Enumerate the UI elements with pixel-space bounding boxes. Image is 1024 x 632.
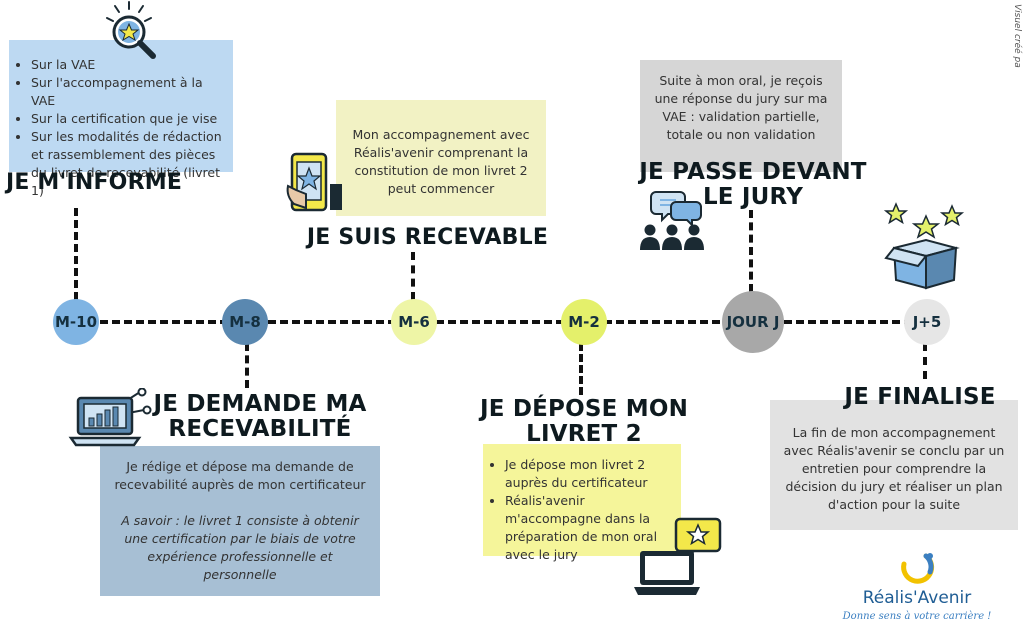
list-item: Réalis'avenir m'accompagne dans la prépa… — [505, 492, 675, 564]
box-stars-icon — [884, 202, 965, 290]
list-item: Je dépose mon livret 2 auprès du certifi… — [505, 456, 675, 492]
step-title-jourj-line2: LE JURY — [702, 184, 804, 210]
info-box-m2: Je dépose mon livret 2 auprès du certifi… — [483, 444, 681, 562]
connector-m6 — [411, 252, 415, 300]
info-box-m10: Sur la VAE Sur l'accompagnement à la VAE… — [9, 40, 233, 198]
node-m8: M-8 — [222, 299, 268, 345]
logo-mark-icon — [901, 553, 935, 584]
connector-jourj — [749, 210, 753, 292]
step-title-m8-line1: JE DEMANDE MA — [153, 391, 367, 417]
step-text-jourj: Suite à mon oral, je reçois une réponse … — [654, 73, 828, 142]
magnifier-star-icon — [106, 1, 156, 59]
step-title-m2-line1: JE DÉPOSE MON — [479, 396, 689, 422]
step-title-j5: JE FINALISE — [844, 384, 996, 410]
node-j5: J+5 — [904, 299, 950, 345]
connector-j5 — [923, 343, 927, 379]
node-jourj: JOUR J — [722, 291, 784, 353]
step-title-m6: JE SUIS RECEVABLE — [306, 225, 549, 250]
list-item: Sur les modalités de rédaction et rassem… — [31, 128, 229, 200]
step-text-m6: Mon accompagnement avec Réalis'avenir co… — [352, 127, 530, 196]
timeline-line — [76, 320, 936, 324]
logo-tagline: Donne sens à votre carrière ! — [842, 611, 992, 622]
info-box-j5: La fin de mon accompagnement avec Réalis… — [770, 400, 1018, 530]
info-box-m8: Je rédige et dépose ma demande de receva… — [100, 446, 380, 596]
laptop-chart-icon — [68, 388, 152, 447]
step-title-jourj-line1: JE PASSE DEVANT — [639, 159, 867, 185]
step-note-m8: A savoir : le livret 1 consiste à obteni… — [121, 513, 359, 582]
logo: Réalis'Avenir Donne sens à votre carrièr… — [838, 548, 996, 628]
list-item: Sur la certification que je vise — [31, 110, 229, 128]
step-title-m2-line2: LIVRET 2 — [526, 421, 642, 447]
connector-m8 — [245, 343, 249, 388]
step-title-m8-line2: RECEVABILITÉ — [168, 416, 352, 442]
jury-people-icon — [640, 191, 704, 250]
info-box-m6: Mon accompagnement avec Réalis'avenir co… — [336, 100, 546, 216]
list-item: Sur la VAE — [31, 56, 229, 74]
phone-star-icon — [286, 152, 342, 212]
connector-m10 — [74, 208, 78, 300]
node-m10: M-10 — [53, 299, 99, 345]
step-text-m8: Je rédige et dépose ma demande de receva… — [114, 459, 366, 492]
info-box-jourj: Suite à mon oral, je reçois une réponse … — [640, 60, 842, 172]
step-title-m10: JE M'INFORME — [5, 170, 183, 195]
step-title-jourj: JE PASSE DEVANT LE JURY — [638, 160, 868, 210]
list-item: Sur l'accompagnement à la VAE — [31, 74, 229, 110]
logo-name: Réalis'Avenir — [862, 588, 972, 608]
node-m2: M-2 — [561, 299, 607, 345]
credit-text: Visuel créé pa — [1012, 4, 1022, 68]
node-m6: M-6 — [391, 299, 437, 345]
connector-m2 — [579, 343, 583, 395]
step-text-j5: La fin de mon accompagnement avec Réalis… — [783, 425, 1005, 512]
step-title-m8: JE DEMANDE MA RECEVABILITÉ — [150, 392, 370, 442]
laptop-star-icon — [634, 517, 722, 595]
step-title-m2: JE DÉPOSE MON LIVRET 2 — [470, 397, 698, 447]
